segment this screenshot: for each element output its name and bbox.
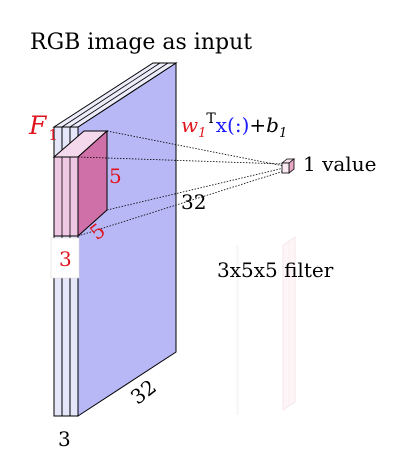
input-width-label: 32 <box>181 190 206 214</box>
filter-depth-label: 3 <box>59 247 72 271</box>
output-value-cube <box>280 158 296 174</box>
filter-height-label: 5 <box>109 164 122 188</box>
filter-depth-label-box <box>50 237 80 279</box>
output-label: 1 value <box>303 152 376 176</box>
formula-label: w1Tx(:)+b1 <box>181 111 287 141</box>
input-depth-label: 3 <box>58 427 71 451</box>
output-ghost-volume <box>236 236 296 415</box>
filter-dims-label: 3x5x5 filter <box>217 258 334 282</box>
projection-lines <box>77 130 285 237</box>
filter-block <box>52 129 109 238</box>
diagram-title: RGB image as input <box>30 30 252 55</box>
filter-front-face <box>53 156 79 237</box>
